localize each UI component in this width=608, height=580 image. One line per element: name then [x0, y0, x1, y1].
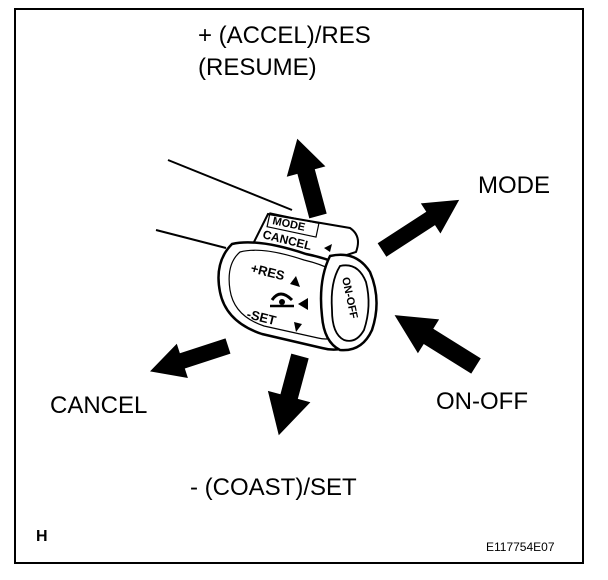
arrow-on-off	[394, 315, 481, 374]
set-down-arrow-icon	[294, 322, 302, 332]
arrow-coast-set	[267, 353, 311, 436]
arrow-accel-res	[286, 138, 327, 219]
cancel-arrow-icon	[324, 244, 332, 252]
figure-frame	[14, 8, 584, 564]
lever-shaft-top-edge	[167, 159, 293, 211]
arrow-mode	[377, 199, 460, 257]
label-coast-set: - (COAST)/SET	[190, 474, 357, 501]
label-accel-res: + (ACCEL)/RES	[198, 22, 371, 49]
speedometer-icon	[270, 292, 294, 308]
switch-mode-box	[266, 212, 320, 238]
switch-set-label: -SET	[245, 306, 277, 328]
lever-shaft-bottom-edge	[155, 229, 227, 249]
label-resume: (RESUME)	[198, 54, 317, 81]
cancel-left-arrow-icon	[298, 298, 308, 310]
on-off-button	[330, 264, 370, 342]
arrow-cancel	[150, 338, 231, 378]
figure-code: E117754E07	[486, 540, 555, 554]
res-up-arrow-icon	[290, 276, 300, 287]
label-cancel: CANCEL	[50, 392, 148, 419]
label-on-off: ON-OFF	[436, 388, 528, 415]
label-mode: MODE	[478, 172, 550, 199]
corner-letter: H	[36, 528, 48, 545]
